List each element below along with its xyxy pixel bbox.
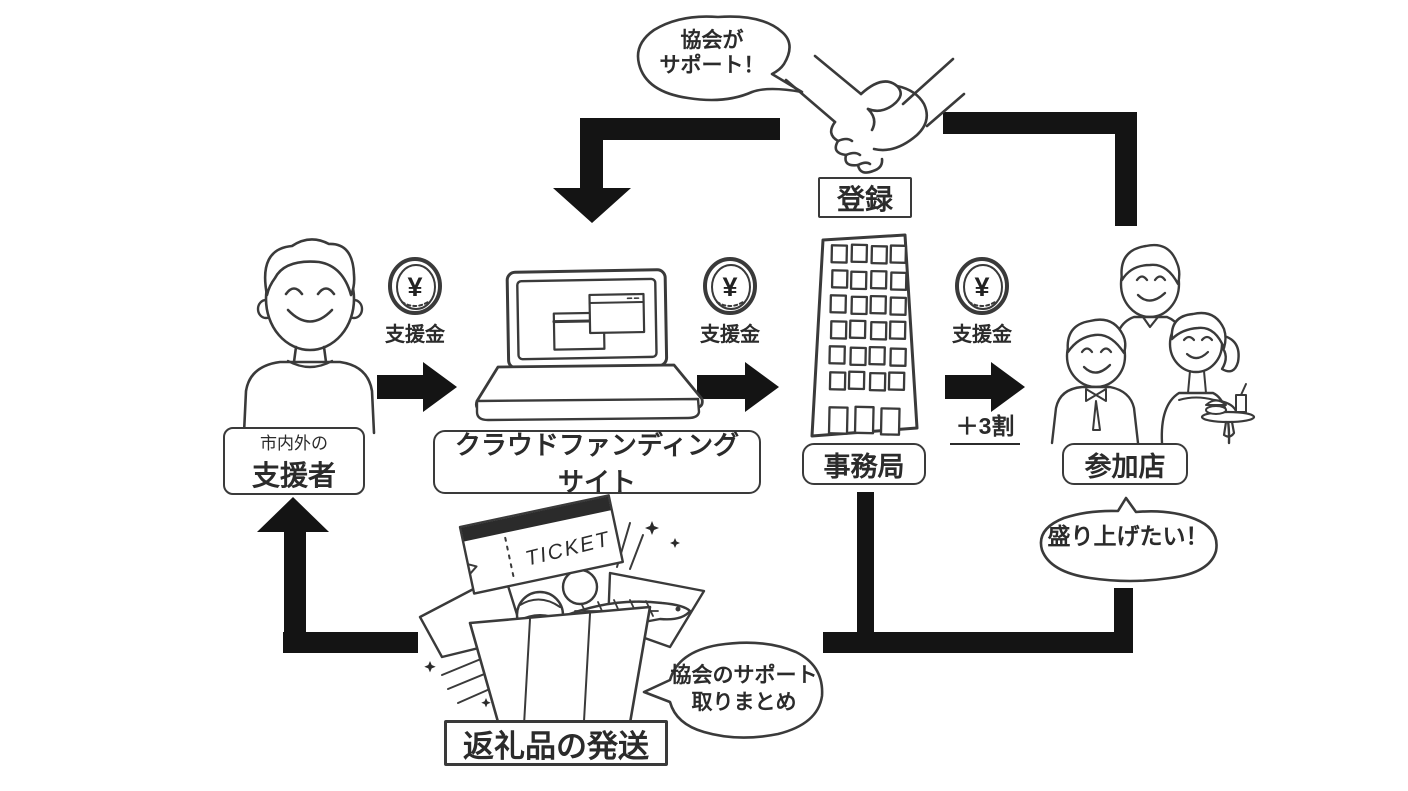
- association-coordinate-bubble: [642, 641, 824, 739]
- association-support-bubble-text: 協会が サポート！: [659, 29, 765, 78]
- flow-arrow-3: [945, 362, 1025, 412]
- supporter-label: 市内外の 支援者: [223, 427, 365, 495]
- coin-icon-2: ¥: [703, 257, 757, 315]
- connector-bottom-left: [283, 632, 418, 653]
- support-money-label-3: 支援金: [952, 324, 1012, 346]
- return-gift-label: 返礼品の発送: [444, 720, 668, 766]
- return-arrow-head: [257, 497, 329, 532]
- support-money-label-1: 支援金: [385, 324, 445, 346]
- connector-bottom-right: [823, 632, 1133, 653]
- bonus-label: ＋3割: [950, 413, 1020, 445]
- arrow-register-to-site: [553, 118, 780, 223]
- svg-text:¥: ¥: [722, 272, 737, 302]
- return-arrow-shaft: [284, 530, 306, 633]
- arrow-register-to-shops: [943, 112, 1137, 226]
- svg-text:¥: ¥: [407, 272, 422, 302]
- liven-up-bubble-text: 盛り上げたい！: [1047, 523, 1209, 549]
- crowdfunding-site-label: クラウドファンディング サイト: [433, 430, 761, 497]
- flow-arrow-1: [377, 362, 457, 412]
- flow-arrow-2: [697, 362, 779, 412]
- handshake-icon: [784, 54, 966, 174]
- association-support-bubble: [636, 15, 804, 102]
- gift-box-icon: TICKET: [418, 494, 706, 731]
- shop-staff-icon: [1050, 243, 1256, 445]
- svg-text:¥: ¥: [974, 272, 989, 302]
- participating-shop-label: 参加店: [1062, 443, 1188, 485]
- coin-icon-3: ¥: [955, 257, 1009, 315]
- office-label: 事務局: [802, 443, 926, 485]
- liven-up-bubble: [1039, 496, 1218, 583]
- supporter-icon: [242, 238, 376, 435]
- connector-shops-down: [1114, 588, 1133, 634]
- laptop-icon: [474, 268, 704, 422]
- connector-office-down: [857, 492, 874, 634]
- support-money-label-2: 支援金: [700, 324, 760, 346]
- association-coordinate-bubble-text: 協会のサポート 取りまとめ: [670, 664, 818, 715]
- register-label: 登録: [818, 177, 912, 218]
- office-building-icon: [810, 233, 919, 438]
- coin-icon-1: ¥: [388, 257, 442, 315]
